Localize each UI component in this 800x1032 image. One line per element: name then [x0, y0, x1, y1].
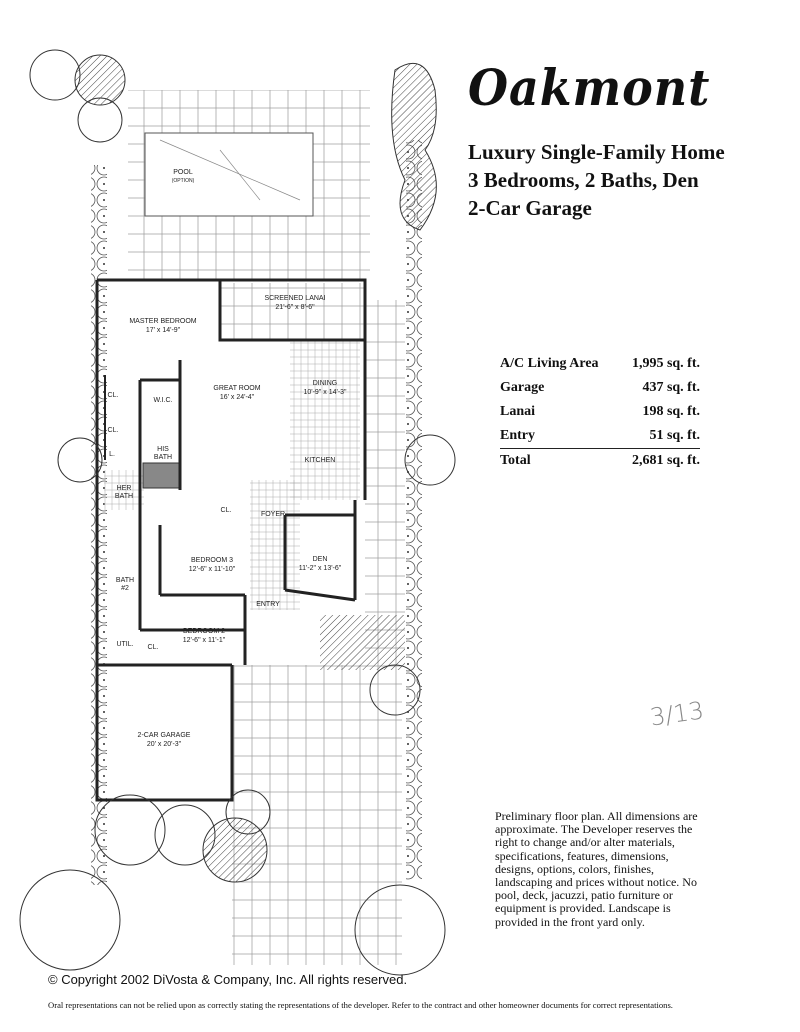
room-label: DINING: [313, 380, 338, 387]
room-label: BATH: [154, 454, 172, 461]
room-label: BATH: [116, 577, 134, 584]
room-label: BATH: [115, 493, 133, 500]
room-label: FOYER: [261, 511, 285, 518]
room-label: 2-CAR GARAGE: [138, 732, 191, 739]
room-dims: 16' x 24'-4": [220, 394, 255, 401]
room-label: HER: [117, 485, 132, 492]
tree: [202, 817, 268, 883]
table-row: Entry 51 sq. ft.: [500, 424, 700, 449]
pool-sketch-line: [219, 149, 261, 201]
foyer-entry-tile: [250, 480, 300, 610]
pool-sketch-line: [159, 139, 301, 201]
table-row: Lanai 198 sq. ft.: [500, 400, 700, 424]
copyright: © Copyright 2002 DiVosta & Company, Inc.…: [48, 972, 408, 987]
pool: [144, 132, 314, 217]
area-label: A/C Living Area: [500, 356, 599, 371]
area-value: 198 sq. ft.: [642, 404, 700, 419]
area-value: 437 sq. ft.: [642, 380, 700, 395]
area-label: Garage: [500, 380, 545, 395]
driveway: [232, 665, 402, 965]
table-row: Garage 437 sq. ft.: [500, 376, 700, 400]
room-label: CL.: [108, 392, 119, 399]
area-table: A/C Living Area 1,995 sq. ft. Garage 437 s…: [500, 352, 700, 473]
tree: [57, 437, 103, 483]
room-dims: 12'-6" x 11'-10": [189, 566, 236, 573]
subtitle-line: 2-Car Garage: [468, 196, 592, 220]
pool-label: POOL: [173, 169, 193, 176]
room-label: DEN: [313, 556, 328, 563]
room-dims: 20' x 20'-3": [147, 741, 182, 748]
disclaimer: Preliminary floor plan. All dimensions a…: [495, 809, 698, 929]
room-label: ENTRY: [256, 601, 280, 608]
area-label: Entry: [500, 428, 535, 443]
room-dims: 11'-2" x 13'-6": [299, 565, 342, 572]
tree: [404, 434, 456, 486]
tree: [354, 884, 446, 976]
room-label: MASTER BEDROOM: [129, 318, 196, 325]
tree: [369, 664, 421, 716]
walls: [95, 278, 367, 802]
her-bath-tile: [104, 470, 144, 510]
model-title: Oakmont: [468, 58, 711, 117]
lanai-tile: [220, 283, 365, 340]
tree: [77, 97, 123, 143]
hedge-right: [406, 140, 422, 880]
tree: [94, 794, 166, 866]
palm: [391, 62, 437, 231]
pool-note: (OPTION): [172, 178, 195, 184]
total-label: Total: [500, 448, 619, 473]
side-walk: [365, 300, 405, 665]
room-label: #2: [121, 585, 129, 592]
planter: [320, 615, 405, 670]
dining-kitchen-tile: [290, 340, 360, 500]
room-label: CL.: [148, 644, 159, 651]
total-value: 2,681 sq. ft.: [618, 448, 700, 473]
oral-notice: Oral representations can not be relied u…: [48, 1000, 673, 1010]
room-label: L.: [109, 451, 115, 458]
area-value: 51 sq. ft.: [649, 428, 700, 443]
room-dims: 17' x 14'-9": [146, 327, 181, 334]
tree: [29, 49, 81, 101]
room-label: W.I.C.: [153, 397, 172, 404]
room-label: CL.: [221, 507, 232, 514]
subtitle-line: 3 Bedrooms, 2 Baths, Den: [468, 168, 699, 192]
room-label: KITCHEN: [305, 457, 336, 464]
room-label: HIS: [157, 446, 169, 453]
room-label: CL.: [108, 427, 119, 434]
table-row: A/C Living Area 1,995 sq. ft.: [500, 352, 700, 376]
subtitle-line: Luxury Single-Family Home: [468, 140, 725, 164]
room-label: GREAT ROOM: [213, 385, 260, 392]
tree: [74, 54, 126, 106]
room-label: SCREENED LANAI: [264, 295, 325, 302]
area-value: 1,995 sq. ft.: [631, 356, 700, 371]
tree: [19, 869, 121, 971]
hedge-left: [91, 165, 107, 885]
area-label: Lanai: [500, 404, 536, 419]
shower: [142, 462, 180, 489]
tree: [225, 789, 271, 835]
room-dims: 12'-6" x 11'-1": [183, 637, 226, 644]
room-dims: 10'-9" x 14'-3": [303, 389, 347, 396]
room-dims: 21'-6" x 8'-6": [275, 304, 315, 311]
room-label: BEDROOM 3: [191, 557, 233, 564]
room-label: UTIL.: [116, 641, 133, 648]
room-label: BEDROOM 2: [183, 628, 225, 635]
